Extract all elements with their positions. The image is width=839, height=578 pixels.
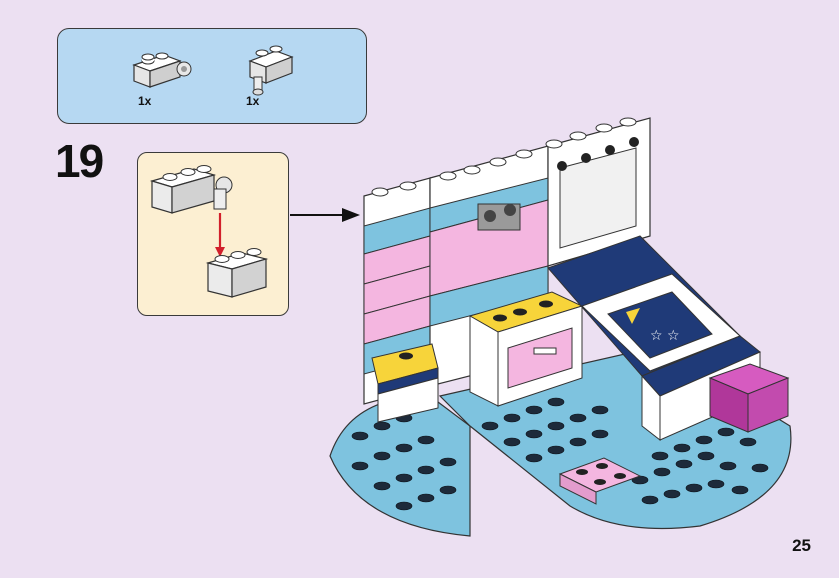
sub-assembly-diagram: [149, 165, 269, 298]
step-number: 19: [55, 135, 104, 187]
sub-assembly-box: [137, 152, 289, 316]
page-number: 25: [792, 536, 811, 555]
brick-with-bar-handle-icon: [244, 41, 300, 97]
part-count-2: 1x: [246, 94, 260, 108]
svg-text:☆ ☆: ☆ ☆: [650, 328, 680, 344]
parts-list-box: 1x 1x: [57, 28, 367, 124]
brick-with-clip-icon: [130, 47, 196, 91]
black-callout-arrow-icon: [290, 204, 362, 231]
bedroom-model-illustration: ☆ ☆: [320, 96, 820, 551]
part-count-1: 1x: [138, 94, 152, 108]
